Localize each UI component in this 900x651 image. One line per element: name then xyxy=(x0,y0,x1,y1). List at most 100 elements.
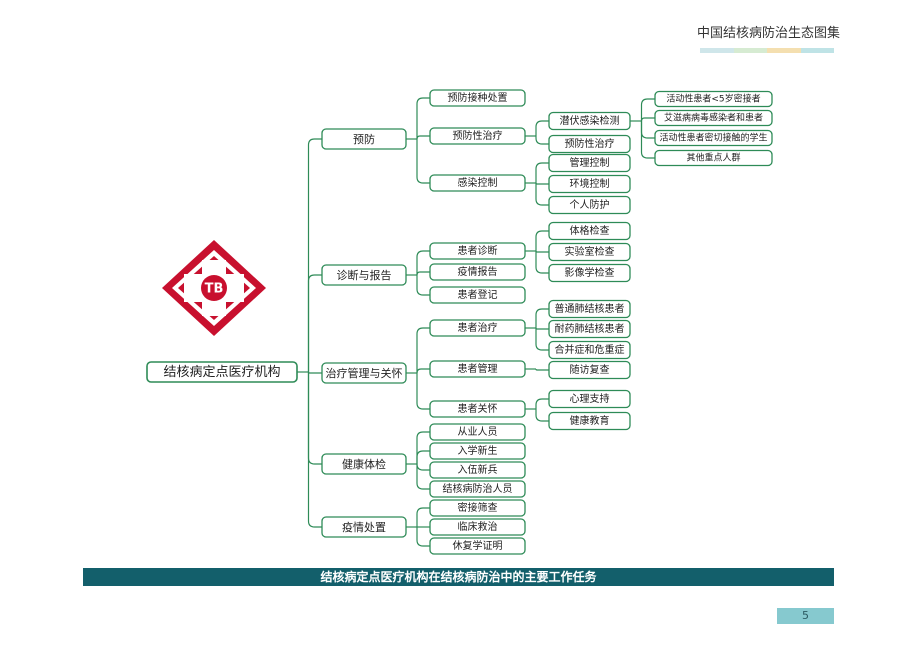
connector xyxy=(640,98,655,121)
subtask-node: 合并症和危重症 xyxy=(548,340,631,360)
connector xyxy=(640,117,655,122)
subtask-node-label: 实验室检查 xyxy=(565,245,615,258)
subtask-node: 健康教育 xyxy=(548,411,631,431)
subtask-node: 预防性治疗 xyxy=(548,134,631,154)
task-node: 结核病防治人员 xyxy=(429,480,526,498)
connector xyxy=(416,450,430,464)
target-group-node: 其他重点人群 xyxy=(654,149,773,167)
subtask-node-label: 预防性治疗 xyxy=(565,137,615,150)
task-node: 患者关怀 xyxy=(429,400,526,418)
task-node-label: 患者诊断 xyxy=(458,244,498,257)
page-header-title: 中国结核病防治生态图集 xyxy=(696,26,840,41)
task-node: 患者诊断 xyxy=(429,242,526,260)
connector xyxy=(535,328,549,351)
subtask-node: 体格检查 xyxy=(548,221,631,241)
connector xyxy=(535,409,549,422)
task-node: 预防接种处置 xyxy=(429,89,526,107)
connector xyxy=(416,139,430,184)
logo-circle xyxy=(201,275,227,301)
task-node-label: 预防接种处置 xyxy=(448,91,508,104)
connector xyxy=(535,368,549,371)
connector xyxy=(535,327,549,330)
subtask-node: 随访复查 xyxy=(548,360,631,380)
subtask-node-label: 随访复查 xyxy=(570,363,610,376)
target-group-node-label: 活动性患者<5岁密接者 xyxy=(666,93,760,105)
connector xyxy=(535,183,549,206)
target-group-node: 活动性患者密切接触的学生 xyxy=(654,129,773,147)
task-node-label: 临床救治 xyxy=(458,520,498,533)
task-node-label: 休复学证明 xyxy=(453,539,503,552)
connector xyxy=(535,308,549,328)
task-node: 休复学证明 xyxy=(429,537,526,555)
task-node-label: 患者登记 xyxy=(458,288,498,301)
connector xyxy=(416,368,430,374)
subtask-node: 耐药肺结核患者 xyxy=(548,319,631,339)
connector xyxy=(535,398,549,409)
connector xyxy=(535,250,549,253)
page-number: 5 xyxy=(777,608,834,624)
task-node-label: 预防性治疗 xyxy=(453,129,503,142)
connector xyxy=(535,120,549,136)
target-group-node-label: 艾滋病病毒感染者和患者 xyxy=(664,112,763,124)
task-node: 患者登记 xyxy=(429,286,526,304)
task-node: 临床救治 xyxy=(429,518,526,536)
connector xyxy=(535,182,549,185)
branch-node: 疫情处置 xyxy=(321,516,407,538)
subtask-node: 潜伏感染检测 xyxy=(548,111,631,131)
task-node-label: 患者管理 xyxy=(458,362,498,375)
connector xyxy=(535,162,549,183)
task-node: 感染控制 xyxy=(429,174,526,192)
subtask-node-label: 管理控制 xyxy=(570,156,610,169)
subtask-node-label: 心理支持 xyxy=(570,392,610,405)
subtask-node-label: 个人防护 xyxy=(570,198,610,211)
branch-node: 诊断与报告 xyxy=(321,264,407,286)
subtask-node: 管理控制 xyxy=(548,153,631,173)
connector xyxy=(535,230,549,251)
logo-text: TB xyxy=(205,282,224,297)
subtask-node: 影像学检查 xyxy=(548,263,631,283)
connector xyxy=(416,373,430,410)
task-node-label: 入学新生 xyxy=(458,444,498,457)
subtask-node-label: 合并症和危重症 xyxy=(555,343,625,356)
header-bar-segment xyxy=(700,48,734,53)
connector xyxy=(307,274,322,372)
header-bar-segment xyxy=(733,48,767,53)
connector xyxy=(416,527,430,547)
task-node-label: 入伍新兵 xyxy=(458,463,498,476)
connector xyxy=(640,121,655,159)
branch-node: 预防 xyxy=(321,128,407,150)
connector xyxy=(416,135,430,140)
task-node: 预防性治疗 xyxy=(429,127,526,145)
subtask-node-label: 健康教育 xyxy=(570,414,610,427)
branch-node-label: 治疗管理与关怀 xyxy=(326,366,403,380)
target-group-node: 活动性患者<5岁密接者 xyxy=(654,90,773,108)
connector xyxy=(416,271,430,276)
tb-logo: TB xyxy=(162,240,266,336)
subtask-node: 环境控制 xyxy=(548,174,631,194)
task-node-label: 患者治疗 xyxy=(458,321,498,334)
connector xyxy=(307,372,322,528)
header-bar-segment xyxy=(767,48,801,53)
task-node: 疫情报告 xyxy=(429,263,526,281)
task-node: 入学新生 xyxy=(429,442,526,460)
task-node: 密接筛查 xyxy=(429,499,526,517)
subtask-node-label: 耐药肺结核患者 xyxy=(555,322,625,335)
branch-node-label: 健康体检 xyxy=(342,457,386,471)
subtask-node-label: 体格检查 xyxy=(570,224,610,237)
branch-node-label: 诊断与报告 xyxy=(337,268,392,282)
root-node: 结核病定点医疗机构 xyxy=(146,361,298,383)
connector xyxy=(307,372,322,465)
branch-node: 治疗管理与关怀 xyxy=(321,362,407,384)
task-node-label: 结核病防治人员 xyxy=(443,482,513,495)
subtask-node: 个人防护 xyxy=(548,195,631,215)
connector xyxy=(307,371,322,374)
connector xyxy=(416,275,430,296)
node-layer: 结核病定点医疗机构预防预防接种处置预防性治疗潜伏感染检测活动性患者<5岁密接者艾… xyxy=(146,89,773,555)
connector xyxy=(416,327,430,373)
subtask-node-label: 普通肺结核患者 xyxy=(555,302,625,315)
root-node-label: 结核病定点医疗机构 xyxy=(163,365,280,380)
task-node: 从业人员 xyxy=(429,423,526,441)
task-node: 患者治疗 xyxy=(429,319,526,337)
task-node: 入伍新兵 xyxy=(429,461,526,479)
